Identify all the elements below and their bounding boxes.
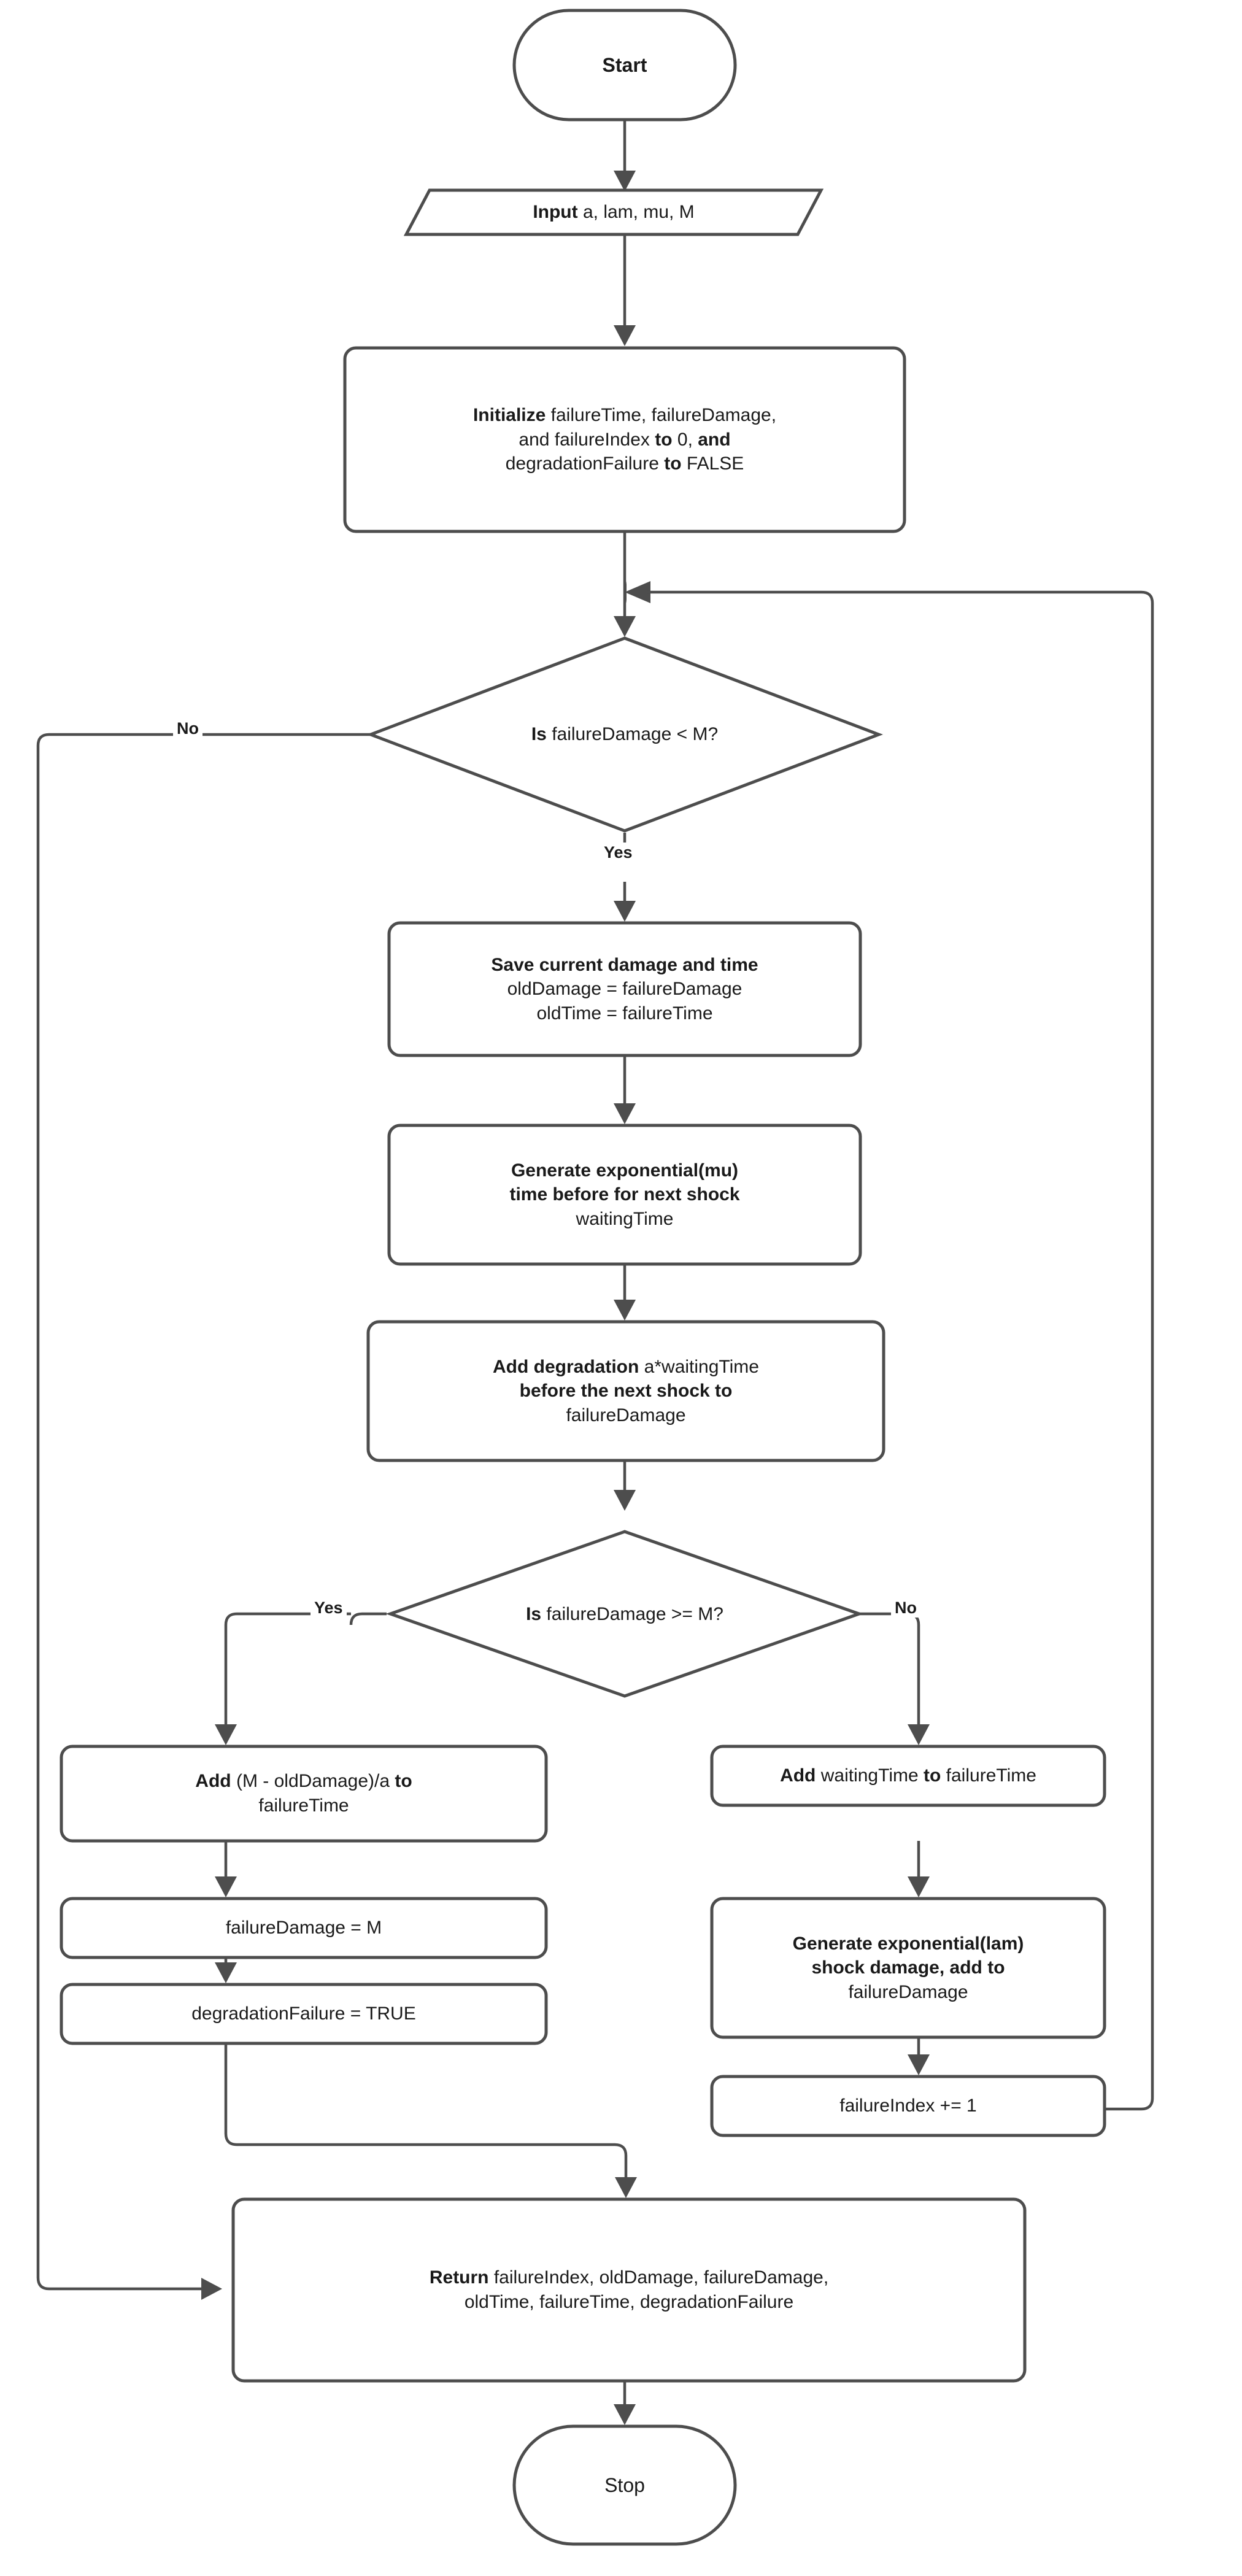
edge-addwait-to-genshock [908, 1841, 930, 1897]
edge-setdegradation-to-return [224, 2020, 637, 2198]
node-save-current-state[interactable] [387, 921, 862, 1057]
edge-incrindex-loopback [647, 590, 1154, 2111]
edge-decision2-no [859, 1612, 930, 1745]
edge-genshock-to-incrindex [908, 2037, 930, 2075]
edge-addtime-to-setdamage [215, 1841, 237, 1897]
edge-start-to-input [614, 120, 636, 191]
node-start[interactable] [512, 9, 737, 121]
edge-adddeg-to-decision2 [614, 1460, 636, 1511]
node-add-remaining-time[interactable] [60, 1745, 548, 1843]
node-stop[interactable] [512, 2424, 737, 2546]
node-add-waiting-time[interactable] [710, 1745, 1106, 1807]
node-add-degradation[interactable] [366, 1320, 885, 1462]
node-return-values[interactable] [231, 2197, 1027, 2383]
node-generate-waiting-time[interactable] [387, 1124, 862, 1266]
edge-decision1-yes [614, 833, 636, 922]
edge-decision2-yes [215, 1612, 387, 1745]
edge-input-to-initialize [614, 234, 636, 346]
node-set-degradation-failure-true[interactable] [60, 1983, 548, 2045]
node-increment-failure-index[interactable] [710, 2075, 1106, 2137]
edge-return-to-stop [614, 2381, 636, 2425]
node-input[interactable] [403, 188, 824, 236]
edge-initialize-to-decision1 [614, 531, 636, 637]
node-set-damage-to-m[interactable] [60, 1897, 548, 1959]
node-decision-damage-gte-m[interactable] [385, 1530, 864, 1698]
node-decision-damage-less-than-m[interactable] [366, 636, 884, 833]
node-generate-shock-damage[interactable] [710, 1897, 1106, 2039]
edge-loopback-arrowhead [625, 581, 650, 603]
edge-decision1-no [36, 733, 384, 2300]
edge-save-to-genwait [614, 1055, 636, 1124]
node-initialize[interactable] [343, 346, 906, 533]
edge-genwait-to-adddeg [614, 1264, 636, 1321]
